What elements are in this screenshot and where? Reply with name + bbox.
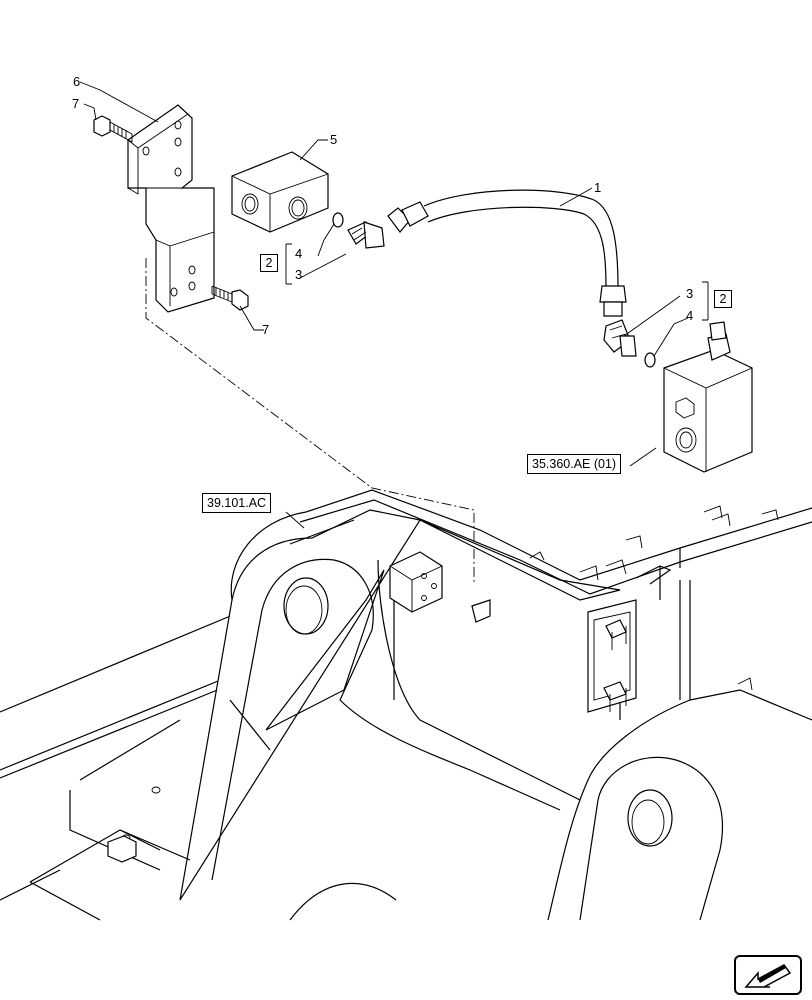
callout-fitting-lower: 3 [686, 286, 693, 301]
callout-bolt-lower: 7 [262, 322, 269, 337]
callout-bolt-upper: 7 [72, 96, 79, 111]
oring-lower [644, 352, 656, 368]
hose [387, 189, 627, 317]
bolt-upper [93, 115, 133, 143]
valve-reference-link[interactable]: 35.360.AE (01) [527, 454, 622, 474]
callout-hose: 1 [594, 180, 601, 195]
frame [0, 489, 812, 921]
arrow-glyph [744, 964, 792, 988]
fitting-upper [347, 221, 385, 249]
kit-box-upper: 2 [260, 254, 278, 272]
arrow-icon[interactable] [734, 955, 802, 995]
oring-upper [332, 212, 344, 228]
bolt-lower [211, 285, 249, 311]
callout-oring-lower: 4 [686, 308, 693, 323]
frame-reference-link[interactable]: 39.101.AC [202, 493, 272, 513]
phantom-line [145, 258, 475, 584]
callout-oring-upper: 4 [295, 246, 302, 261]
callout-bracket: 6 [73, 74, 80, 89]
callout-block: 5 [330, 132, 337, 147]
manifold-block [231, 151, 329, 233]
fitting-lower [603, 319, 637, 357]
valve [663, 321, 753, 473]
bracket [127, 104, 215, 313]
callout-fitting-upper: 3 [295, 267, 302, 282]
kit-box-lower: 2 [714, 290, 732, 308]
leader-lines [79, 81, 709, 529]
